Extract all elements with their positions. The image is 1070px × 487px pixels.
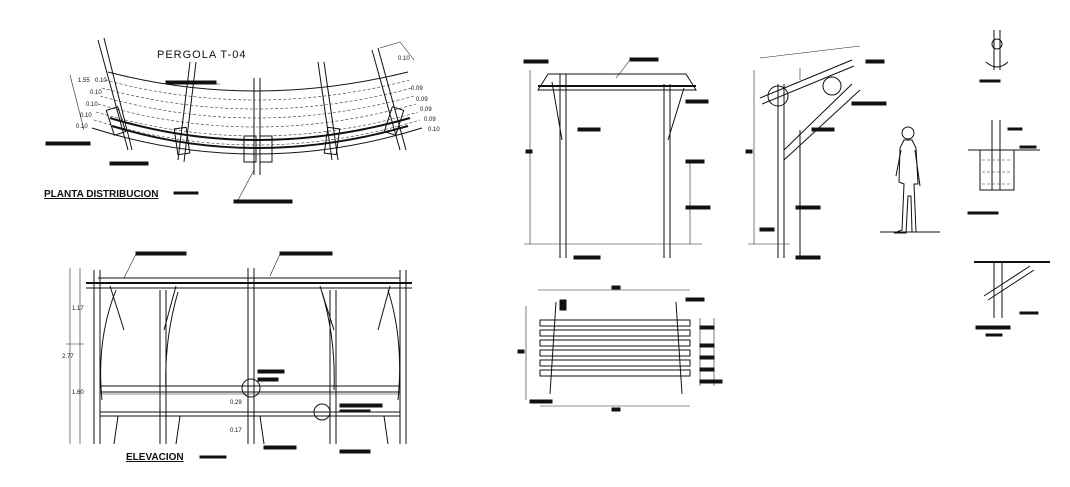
elev-dim-mid-a: 0.29 [230,400,242,406]
side-section-b [745,45,940,260]
detail-top [979,30,1009,83]
plan-dim-left-2: 0.10 [90,90,102,96]
elevation-view: 1.17 2.77 1.60 0.29 0.17 ELEVACION [62,251,412,463]
plan-dim-top: 0.10 [398,56,410,62]
sheet-title: PERGOLA T-04 [157,49,246,61]
elev-dim-lower: 1.60 [72,390,84,396]
human-scale-figure [893,126,921,234]
plan-dim-left-5: 0.10 [76,124,88,130]
plan-dim-right-2: 0.09 [420,107,432,113]
elevation-caption: ELEVACION [126,452,184,463]
plan-dim-left-0: 1.55 [78,78,90,84]
plan-view: 1.55 0.10 0.10 0.10 0.10 0.10 0.09 0.09 … [44,37,440,204]
elev-dim-upper: 1.17 [72,306,84,312]
plan-dim-left-1: 0.10 [95,78,107,84]
plan-dim-right-3: 0.09 [424,117,436,123]
plan-dim-right-1: 0.09 [416,97,428,103]
plan-dim-left-3: 0.10 [86,102,98,108]
plan-dim-right-0: 0.09 [411,86,423,92]
detail-footing [967,120,1040,215]
plan-caption: PLANTA DISTRIBUCION [44,189,158,200]
side-section-a [523,57,711,260]
elev-dim-total: 2.77 [62,354,74,360]
detail-joint [974,261,1050,337]
elev-dim-mid-b: 0.17 [230,428,242,434]
plan-dim-left-4: 0.10 [80,113,92,119]
bench-view [517,285,723,412]
plan-dim-right-4: 0.10 [428,127,440,133]
